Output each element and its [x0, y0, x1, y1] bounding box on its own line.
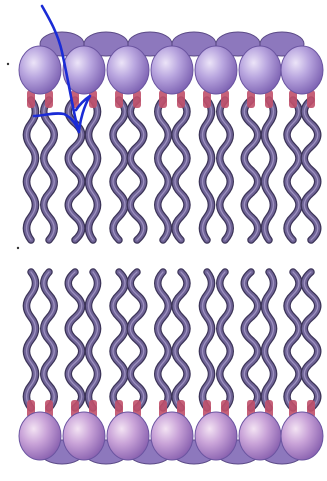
- phosphate-head: [195, 46, 237, 94]
- phosphate-head: [107, 412, 149, 460]
- phosphate-head: [281, 46, 323, 94]
- phosphate-head: [151, 412, 193, 460]
- inner-leaflet-tails: [27, 272, 318, 408]
- phosphate-head: [239, 46, 281, 94]
- phosphate-head: [107, 46, 149, 94]
- phosphate-head: [195, 412, 237, 460]
- phosphate-head: [239, 412, 281, 460]
- phosphate-head: [281, 412, 323, 460]
- stray-marks: [7, 63, 19, 249]
- outer-leaflet-tails: [27, 100, 318, 240]
- phosphate-head: [19, 46, 61, 94]
- phosphate-head: [19, 412, 61, 460]
- phosphate-head: [151, 46, 193, 94]
- phosphate-head: [63, 412, 105, 460]
